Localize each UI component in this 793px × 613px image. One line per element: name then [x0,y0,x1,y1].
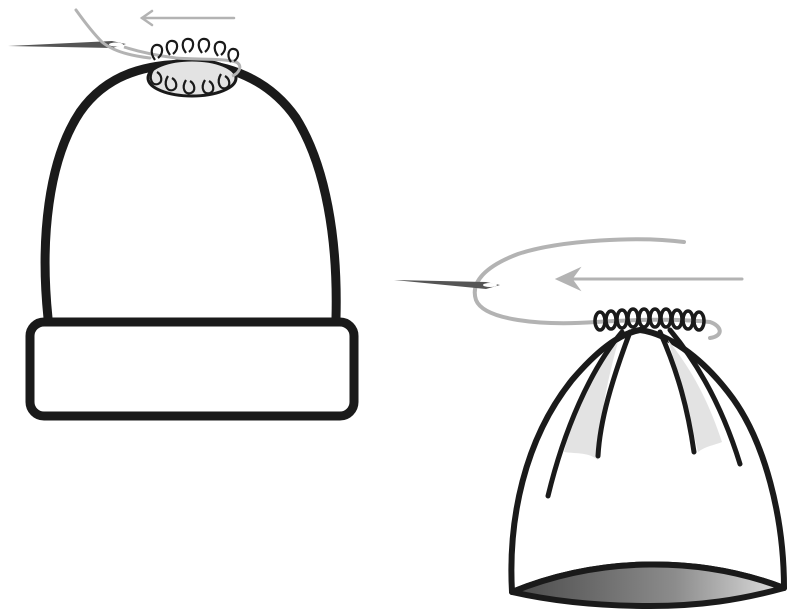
crown-gather-stitches [593,307,706,332]
needle-icon-2 [394,280,500,289]
gathered-hat-body [508,327,787,595]
hat-opening [509,561,787,609]
fabric-folds [564,340,722,460]
cuffed-beanie-figure [8,8,359,421]
yarn-loop [472,237,722,340]
direction-arrow-left [139,9,236,27]
needle-icon [8,41,126,48]
yarn-around-crown [123,45,242,78]
gathered-beanie-figure [394,237,787,609]
crown-stitches-bottom [149,69,231,95]
crown-stitches-top [150,37,240,63]
hat-brim [25,317,359,421]
direction-arrow-left-2 [554,266,744,292]
hat-body-outline [40,59,341,323]
gather-lines [545,327,743,499]
yarn-strand [74,8,152,60]
